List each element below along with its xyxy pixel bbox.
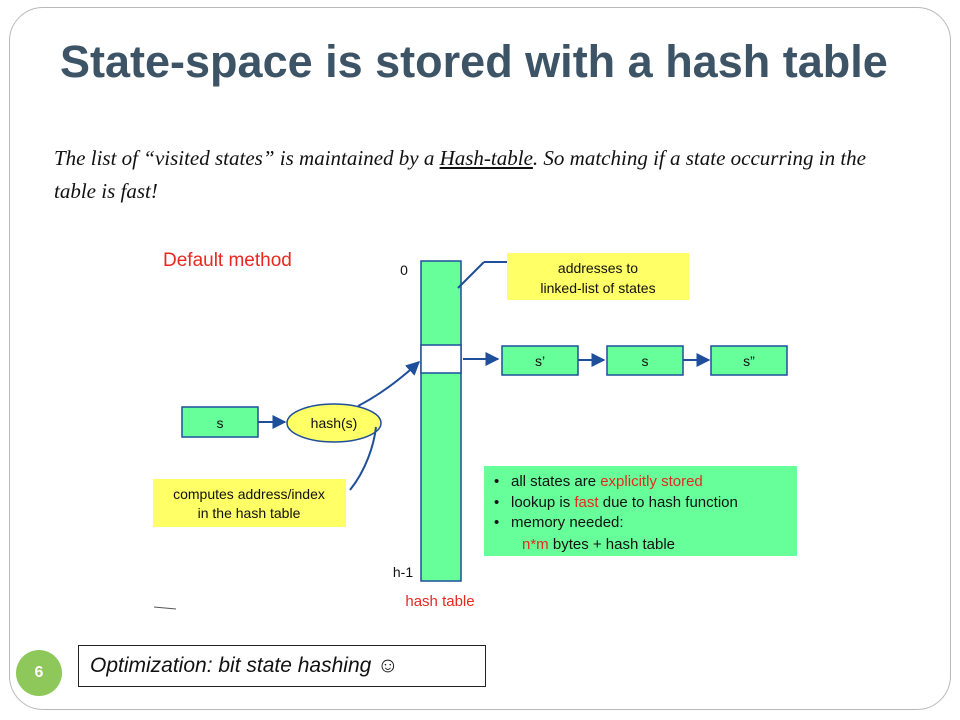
note-bullet-1: • — [494, 473, 499, 490]
intro-text: The list of “visited states” is maintain… — [54, 142, 874, 208]
slide-frame — [9, 7, 951, 710]
index-top-label: 0 — [400, 262, 408, 278]
default-method-heading: Default method — [163, 250, 292, 271]
input-state-label: s — [217, 415, 224, 431]
input-state-box — [181, 406, 259, 438]
hash-table-link[interactable]: Hash-table — [439, 146, 533, 170]
notes-box — [484, 466, 797, 556]
note-3-prefix: memory needed: — [511, 514, 624, 531]
hash-to-slot-arrow — [357, 361, 421, 407]
addresses-callout-line-1: addresses to — [558, 260, 638, 276]
chain-node-3-label: s” — [743, 353, 755, 369]
index-bottom-label: h-1 — [393, 564, 413, 580]
hash-function-ellipse — [286, 403, 382, 443]
chain-node-2-label: s — [642, 353, 649, 369]
page-number-badge: 6 — [16, 650, 62, 696]
note-2-highlight: fast — [574, 494, 599, 511]
note-1-prefix: all states are — [511, 473, 600, 490]
chain-node-3-box — [710, 345, 788, 376]
memory-suffix: bytes + hash table — [549, 536, 675, 553]
computes-callout-line-2: in the hash table — [198, 505, 301, 521]
stray-mark — [153, 606, 177, 610]
note-bullet-2: • — [494, 494, 499, 511]
addresses-callout-line-2: linked-list of states — [540, 280, 655, 296]
slide-title: State-space is stored with a hash table — [60, 36, 888, 87]
hash-table-column — [420, 260, 462, 582]
note-line-3: memory needed: — [511, 514, 624, 531]
computes-callout-line-1: computes address/index — [173, 486, 325, 502]
intro-text-start: The list of “visited states” is maintain… — [54, 146, 440, 170]
memory-highlight: n*m — [522, 536, 549, 553]
hash-function-label: hash(s) — [311, 415, 358, 431]
addresses-callout-box — [507, 253, 689, 300]
optimization-note-box: Optimization: bit state hashing ☺ — [78, 645, 486, 687]
note-1-highlight: explicitly stored — [600, 473, 703, 490]
addresses-callout-connector — [457, 261, 485, 289]
computes-callout-connector — [349, 426, 377, 491]
chain-node-1-box — [501, 345, 579, 376]
note-2-suffix: due to hash function — [599, 494, 738, 511]
intro-text-end: . So matching if a state occurring in th… — [54, 146, 866, 203]
chain-node-2-box — [606, 345, 684, 376]
note-line-2: lookup is fast due to hash function — [511, 494, 738, 511]
note-bullet-3: • — [494, 514, 499, 531]
note-2-prefix: lookup is — [511, 494, 574, 511]
hash-table-label: hash table — [405, 593, 474, 610]
memory-line: n*m bytes + hash table — [522, 536, 675, 553]
computes-callout-box — [153, 479, 346, 527]
chain-node-1-label: s’ — [535, 353, 545, 369]
note-line-1: all states are explicitly stored — [511, 473, 703, 490]
hash-table-slot — [420, 344, 462, 374]
